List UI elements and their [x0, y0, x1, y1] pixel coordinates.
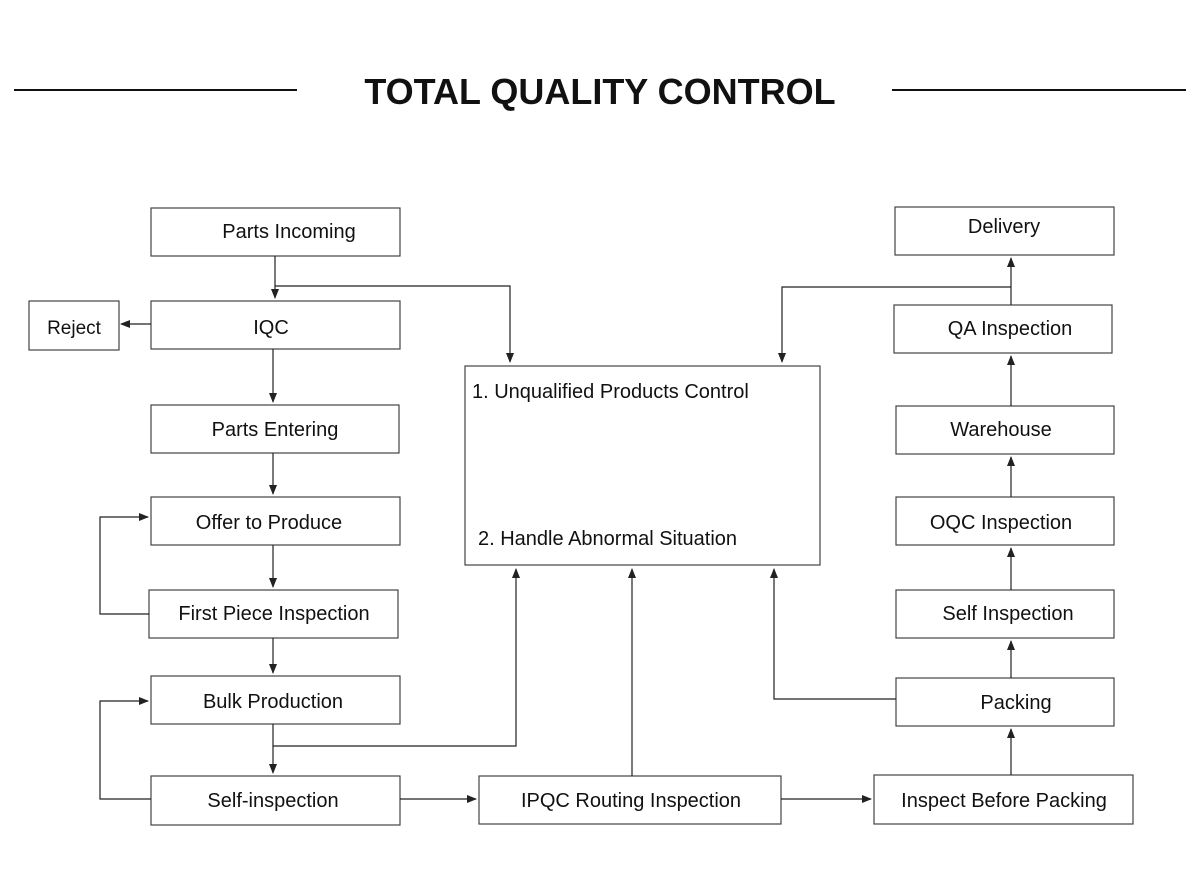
warehouse-node: Warehouse — [895, 405, 1115, 455]
delivery-label: Delivery — [968, 216, 1040, 238]
first-piece-feedback-arrow — [99, 513, 149, 615]
parts-incoming-label: Parts Incoming — [222, 221, 355, 243]
unqualified-products-control-text: 1. Unqualified Products Control — [472, 381, 749, 403]
bulk-production-label: Bulk Production — [203, 691, 343, 713]
parts-incoming-to-control-box-arrow — [275, 285, 514, 363]
offer-to-produce-node: Offer to Produce — [150, 496, 401, 546]
offer-to-produce-label: Offer to Produce — [196, 512, 342, 534]
inspect-before-packing-label: Inspect Before Packing — [901, 790, 1107, 812]
packing-label: Packing — [980, 692, 1051, 714]
warehouse-label: Warehouse — [950, 419, 1052, 441]
reject-label: Reject — [47, 318, 102, 339]
parts-incoming-node: Parts Incoming — [150, 207, 401, 257]
qa-to-control-box-arrow — [778, 286, 1011, 363]
self-inspection-right-label: Self Inspection — [942, 603, 1073, 625]
bulk-production-node: Bulk Production — [150, 675, 401, 725]
quality-control-actions-box: 1. Unqualified Products Control 2. Handl… — [464, 365, 821, 566]
self-inspection-right-node: Self Inspection — [895, 589, 1115, 639]
bulk-production-to-control-box-arrow — [273, 568, 520, 747]
qa-inspection-node: QA Inspection — [893, 304, 1113, 354]
inspect-before-packing-node: Inspect Before Packing — [873, 774, 1134, 825]
first-piece-inspection-node: First Piece Inspection — [148, 589, 399, 639]
reject-node: Reject — [28, 300, 120, 351]
parts-entering-node: Parts Entering — [150, 404, 400, 454]
ipqc-routing-inspection-label: IPQC Routing Inspection — [521, 790, 741, 812]
self-inspection-feedback-arrow — [99, 697, 151, 800]
self-inspection-left-node: Self-inspection — [150, 775, 401, 826]
self-inspection-left-label: Self-inspection — [207, 790, 338, 812]
ipqc-routing-inspection-node: IPQC Routing Inspection — [478, 775, 782, 825]
parts-entering-label: Parts Entering — [212, 419, 339, 441]
packing-to-control-box-arrow — [770, 568, 896, 700]
page-title: TOTAL QUALITY CONTROL — [364, 71, 835, 112]
iqc-label: IQC — [253, 317, 289, 339]
first-piece-inspection-label: First Piece Inspection — [178, 603, 369, 625]
oqc-inspection-label: OQC Inspection — [930, 512, 1072, 534]
delivery-node: Delivery — [894, 206, 1115, 256]
qa-inspection-label: QA Inspection — [948, 318, 1073, 340]
iqc-node: IQC — [150, 300, 401, 350]
packing-node: Packing — [895, 677, 1115, 727]
handle-abnormal-situation-text: 2. Handle Abnormal Situation — [478, 528, 737, 550]
oqc-inspection-node: OQC Inspection — [895, 496, 1115, 546]
